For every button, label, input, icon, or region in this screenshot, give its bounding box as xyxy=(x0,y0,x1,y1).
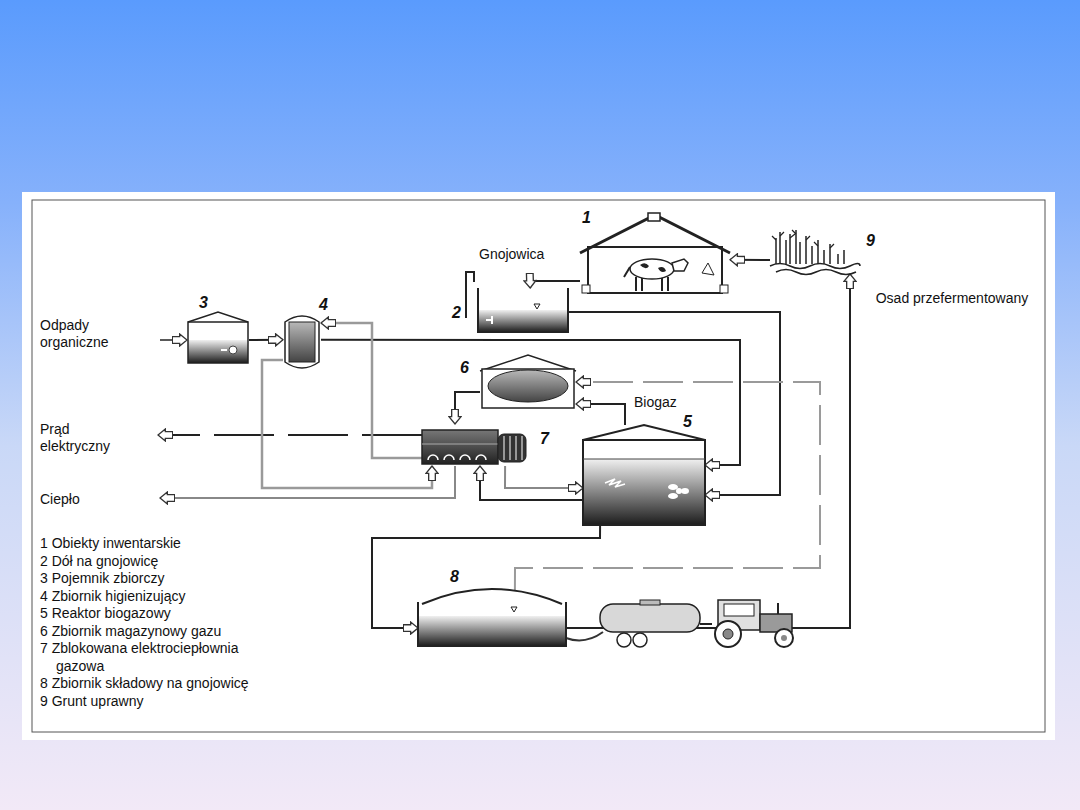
barn-building: 1 xyxy=(580,213,730,295)
callout-number: 1 xyxy=(582,209,591,227)
edge-label: Gnojowica xyxy=(477,246,546,263)
gas-storage: 6 xyxy=(480,355,576,409)
farmland: 9 xyxy=(770,226,860,274)
key-item: 8 Zbiornik składowy na gnojowicę xyxy=(40,675,272,693)
key-item: 1 Obiekty inwentarskie xyxy=(40,535,272,553)
flow-label: Prąd elektryczny xyxy=(40,421,135,455)
key-list: 1 Obiekty inwentarskie2 Dół na gnojowicę… xyxy=(40,535,272,710)
flow-connector xyxy=(505,466,583,488)
key-item: 6 Zbiornik magazynowy gazu xyxy=(40,623,272,641)
biogas-reactor: 5 xyxy=(583,425,705,525)
manure-pit-shape xyxy=(478,288,568,333)
flow-connector xyxy=(530,281,580,288)
waste-arrow xyxy=(160,339,187,341)
flow-connector xyxy=(262,360,432,488)
collection-container: 3 xyxy=(187,312,249,364)
flow-connector xyxy=(566,274,850,628)
biogas-reactor-shape xyxy=(583,425,705,525)
callout-number: 8 xyxy=(450,568,459,586)
flow-connector xyxy=(249,339,283,341)
callout-number: 4 xyxy=(319,296,328,314)
hygienization-tank: 4 xyxy=(283,314,321,370)
flow-label: Ciepło xyxy=(40,491,135,508)
flow-connector xyxy=(730,259,770,261)
chp-unit: 7 xyxy=(422,424,530,466)
callout-number: 6 xyxy=(460,359,469,377)
key-item: 3 Pojemnik zbiorczy xyxy=(40,570,272,588)
storage-tank: 8 xyxy=(418,590,566,646)
key-item: 4 Zbiornik higienizujący xyxy=(40,588,272,606)
flow-connector xyxy=(455,392,480,424)
flow-connector xyxy=(321,323,422,458)
callout-number: 7 xyxy=(540,430,549,448)
barn-building-shape xyxy=(580,213,730,295)
edge-label: Biogaz xyxy=(632,394,679,411)
power-arrow xyxy=(158,434,422,436)
storage-tank-shape xyxy=(418,590,566,646)
edge-label: Osad przefermentowany xyxy=(865,290,1039,307)
key-item: 2 Dół na gnojowicę xyxy=(40,553,272,571)
callout-number: 2 xyxy=(452,304,461,322)
callout-number: 3 xyxy=(199,294,208,312)
gas-storage-shape xyxy=(480,355,576,409)
flow-connector xyxy=(576,404,625,425)
flow-connector xyxy=(321,340,740,465)
key-item: 9 Grunt uprawny xyxy=(40,693,272,711)
heat-arrow xyxy=(160,466,455,498)
callout-number: 9 xyxy=(866,232,875,250)
collection-container-shape xyxy=(187,312,249,364)
callout-number: 5 xyxy=(683,413,692,431)
farmland-shape xyxy=(770,226,860,274)
hygienization-tank-shape xyxy=(283,314,321,370)
chp-unit-shape xyxy=(422,424,530,466)
manure-pit: 2 xyxy=(478,288,568,333)
key-item: 7 Zblokowana elektrociepłownia gazowa xyxy=(40,640,272,675)
flow-connector xyxy=(515,382,820,590)
key-item: 5 Reaktor biogazowy xyxy=(40,605,272,623)
flow-label: Odpady organiczne xyxy=(40,317,135,351)
flow-connector xyxy=(480,466,583,500)
